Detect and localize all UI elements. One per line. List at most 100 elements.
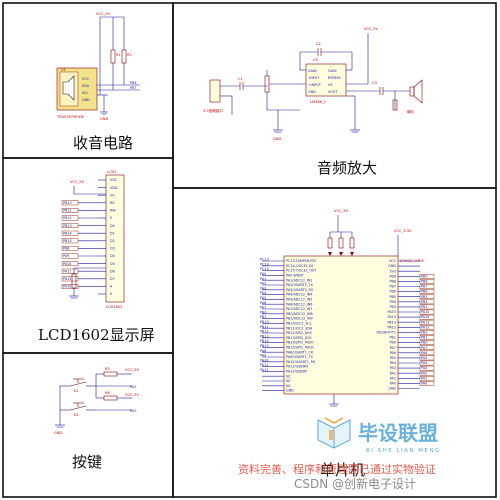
mcu-right-pin: PA0 bbox=[390, 382, 396, 386]
mcu-left-pin: PA2/USART2_TX bbox=[286, 283, 314, 287]
mcu-left-net-label: PB14 bbox=[260, 339, 269, 343]
mcu-right-net-label: PA1 bbox=[421, 376, 427, 380]
mcu-right-pin: PA2 bbox=[390, 371, 396, 375]
lcd-pin-e: E bbox=[110, 216, 112, 220]
tea-pin-vcc: VCC bbox=[82, 77, 90, 81]
mcu-right-pin: PB2/BOOT1 bbox=[376, 331, 396, 335]
keys-frame bbox=[2, 352, 174, 498]
r1-label: R1 bbox=[116, 53, 121, 57]
lcd-net-column: PB10PB11PB12PB13PB14PB15PA8PA9PA10PA11PA… bbox=[61, 200, 98, 289]
amp-pin-r1: GAIN bbox=[328, 69, 337, 73]
mcu-right-net-label: PB8 bbox=[421, 280, 428, 284]
mcu-right-pin: PA13 bbox=[388, 320, 396, 324]
mcu-right-pin: PB3 bbox=[389, 305, 396, 309]
stm32-core-board bbox=[283, 255, 399, 395]
mcu-right-pin: PA4 bbox=[390, 361, 396, 365]
mcu-right-pin: PB7 bbox=[389, 285, 396, 289]
mcu-right-net-label: PA5 bbox=[421, 356, 427, 360]
mcu-left-pin: PB14/SPI2_MISO bbox=[286, 341, 314, 345]
lcd-pin-v0: V0 bbox=[110, 193, 114, 197]
vcc33-label: VCC_3.3V bbox=[394, 229, 412, 233]
watermark-csdn: CSDN @创新电子设计 bbox=[294, 476, 416, 491]
lcd-net-label: PB13 bbox=[63, 224, 72, 228]
mcu-left-pin: PB1/ADC12_IN9 bbox=[286, 317, 313, 321]
mcu-left-net-label: PA3 bbox=[260, 286, 266, 290]
amp-ref-label: U3 bbox=[313, 58, 318, 62]
tea-pin-gnd: GND bbox=[82, 98, 90, 102]
vcc-label-5: VCC_5V bbox=[125, 393, 140, 397]
mcu-right-nets: PB9PB8PB7PB6PB5PB4PB3PA15PA14PA13PA12PB2… bbox=[419, 274, 435, 386]
mcu-right-net-label: PB7 bbox=[421, 285, 428, 289]
c1-label: C1 bbox=[238, 77, 243, 81]
mcu-right-net-label: PA3 bbox=[421, 366, 427, 370]
mcu-right-pin: PB4 bbox=[389, 300, 396, 304]
mcu-left-net-label: PA7 bbox=[260, 306, 266, 310]
lcd-pin-a: A bbox=[110, 285, 113, 289]
mcu-right-pin: PB9 bbox=[389, 274, 396, 278]
mcu-right-pin: 3V3 bbox=[389, 269, 396, 273]
lm386-amplifier bbox=[305, 63, 347, 97]
mcu-left-net-label: PA5 bbox=[260, 296, 266, 300]
lcd-pin-vss: VSS bbox=[110, 178, 117, 182]
lcd-pin-d6: D6 bbox=[110, 269, 115, 273]
mcu-left-net-label: PC13 bbox=[260, 258, 269, 262]
r1-resistor bbox=[110, 49, 116, 64]
mcu-left-nets: PC13PC14PC15PA0PA1PA2PA3PA4PA5PA6PA7PB0P… bbox=[260, 258, 269, 372]
mcu-left-net-label: PB0 bbox=[260, 310, 267, 314]
mcu-right-pin: PA7 bbox=[390, 346, 396, 350]
watermark-brand: 毕设联盟 bbox=[358, 421, 438, 445]
k2-label: K2 bbox=[74, 413, 79, 417]
keys-circuit: VCC_5V VCC_5V K1 R5 PA1 K2 R6 PA2 GND bbox=[54, 367, 140, 471]
lcd-frame bbox=[2, 157, 174, 354]
lcd-net-label: PA9 bbox=[63, 254, 69, 258]
mcu-right-net-label: PB4 bbox=[421, 300, 428, 304]
mcu-right-net-label: PA12 bbox=[421, 325, 429, 329]
mcu-left-net-label: PC14 bbox=[260, 262, 269, 266]
mcu-left-pin: NC bbox=[286, 374, 292, 378]
r-k2: R6 bbox=[105, 391, 110, 395]
mcu-left-net-label: PB15 bbox=[260, 344, 269, 348]
lcd-pin-d0: D0 bbox=[110, 224, 115, 228]
lcd-pin-d1: D1 bbox=[110, 231, 115, 235]
mcu-right-pin: PA14 bbox=[388, 315, 396, 319]
mcu-left-net-label: PB13 bbox=[260, 334, 269, 338]
mcu-left-pin: PA1/ADC12_IN1 bbox=[286, 278, 312, 282]
mcu-left-net-label: PB12 bbox=[260, 330, 269, 334]
mcu-left-pin: PA12/USBDP bbox=[286, 370, 307, 374]
mcu-right-pin: PA6 bbox=[390, 351, 396, 355]
mcu-left-pin: PA9/USART1_TX bbox=[286, 355, 314, 359]
mcu-right-net-label: PA13 bbox=[421, 320, 429, 324]
pa1-label: PA1 bbox=[130, 385, 137, 389]
tea-pin-sda: SDA bbox=[82, 84, 90, 88]
mcu-right-net-label: PA14 bbox=[421, 315, 429, 319]
amp-part-label: LM386_1 bbox=[310, 100, 326, 104]
lcd-pin-rs: RS bbox=[110, 201, 115, 205]
mcu-left-net-label: PC15 bbox=[260, 267, 269, 271]
volume-pot bbox=[264, 75, 270, 93]
mcu-left-net-label: PB10 bbox=[260, 320, 269, 324]
lcd-net-label: PB11 bbox=[63, 209, 72, 213]
lcd1602-module bbox=[105, 174, 125, 303]
lcd-net-label: PB10 bbox=[63, 201, 72, 205]
watermark-caption: 资料完善、程序和原理图已通过实物验证 bbox=[238, 462, 436, 476]
mcu-right-pin: GND bbox=[388, 387, 396, 391]
mcu-left-pin: PA7/ADC12_IN7 bbox=[286, 307, 312, 311]
lcd-net-label: PB14 bbox=[63, 231, 72, 235]
amp-pin-r4: VOUT bbox=[328, 90, 338, 94]
watermark-pinyin: BI SHE LIAN MENG bbox=[366, 448, 441, 454]
pa2-label: PA2 bbox=[130, 409, 137, 413]
mcu-left-pin: PA4/ADC12_IN4 bbox=[286, 293, 312, 297]
mcu-right-pin: PB0 bbox=[389, 341, 396, 345]
mcu-left-net-label: PA9 bbox=[260, 354, 266, 358]
mcu-right-pin: PA3 bbox=[390, 366, 396, 370]
amp-pin-l4: GND bbox=[308, 90, 316, 94]
mcu-right-net-label: PA0 bbox=[421, 382, 427, 386]
vcc-label-2: VCC_5V bbox=[364, 27, 379, 31]
lcd-net-label: PB15 bbox=[63, 239, 72, 243]
mcu-left-pin: NC bbox=[286, 379, 292, 383]
mcu-right-net-label: PA2 bbox=[421, 371, 427, 375]
mcu-right-net-label: PB3 bbox=[421, 305, 428, 309]
c2-label: C2 bbox=[316, 42, 321, 46]
k1-label: K1 bbox=[74, 389, 79, 393]
